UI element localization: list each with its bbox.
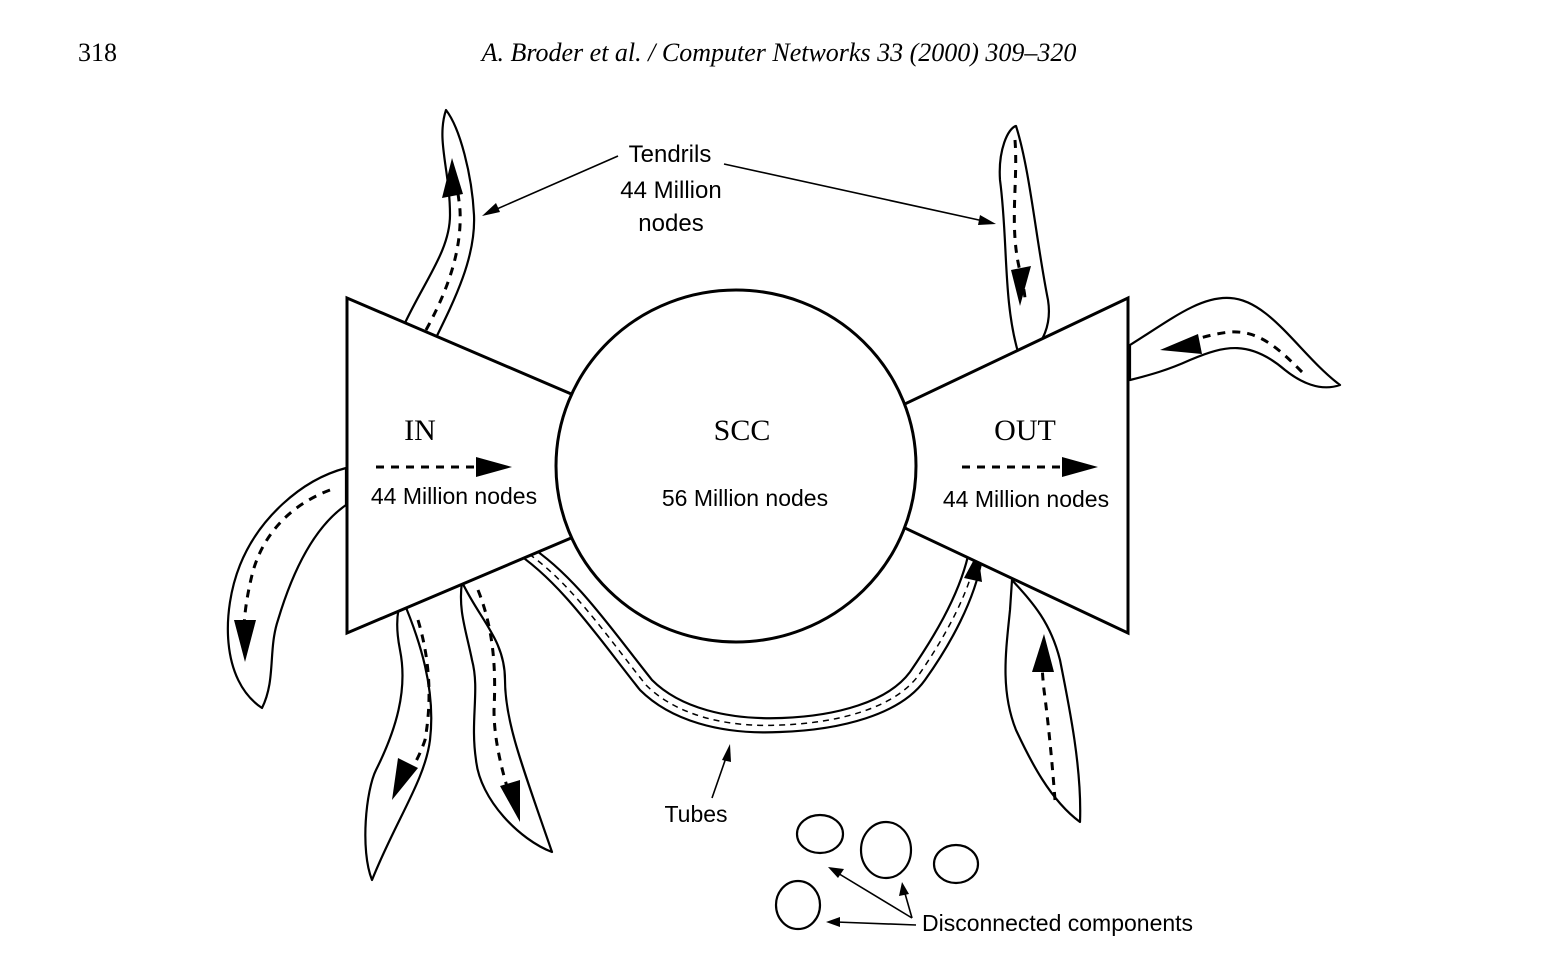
in-flow-arrow: [376, 457, 512, 477]
out-title: OUT: [994, 414, 1056, 447]
out-node-count: 44 Million nodes: [943, 486, 1109, 512]
scc-circle: [554, 288, 918, 644]
tendrils-leader-right: [723, 163, 996, 225]
disconnected-components: [774, 813, 980, 931]
scc-title: SCC: [714, 414, 771, 447]
disconnected-component-3: [932, 843, 980, 885]
tendrils-label-line1: Tendrils: [629, 141, 712, 168]
tendril-right: [1128, 296, 1342, 389]
in-node-count: 44 Million nodes: [371, 483, 537, 509]
disconnected-component-1: [795, 813, 845, 855]
tendril-bottom-middle: [459, 580, 554, 854]
tubes-leader: [711, 744, 731, 799]
tendrils-leader-left: [482, 155, 619, 216]
page-number: 318: [78, 38, 117, 67]
tendrils-label-line3: nodes: [638, 210, 703, 237]
disconnected-component-4: [774, 879, 822, 931]
disconnected-leaders: [826, 867, 917, 927]
disconnected-component-2: [859, 820, 913, 880]
tendril-bottom-left: [364, 596, 433, 882]
tubes-label: Tubes: [664, 801, 727, 827]
scc-node-count: 56 Million nodes: [662, 485, 828, 511]
in-title: IN: [404, 414, 436, 447]
tendril-bottom-right: [1004, 578, 1082, 824]
tendrils-label-line2: 44 Million: [620, 177, 721, 204]
tendril-left: [226, 466, 348, 710]
tendril-top-right: [998, 124, 1050, 354]
out-flow-arrow: [962, 457, 1098, 477]
running-head: A. Broder et al. / Computer Networks 33 …: [481, 38, 1077, 67]
disconnected-components-label: Disconnected components: [922, 910, 1193, 936]
tendril-top-left: [402, 108, 476, 352]
